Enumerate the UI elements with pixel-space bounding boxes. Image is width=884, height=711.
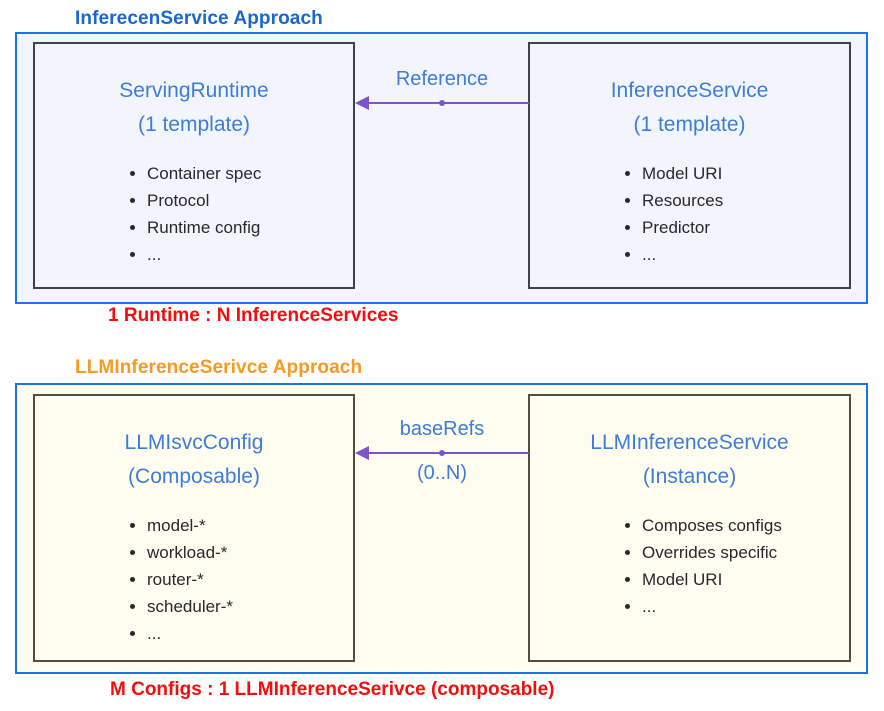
section1-caption: 1 Runtime : N InferenceServices (108, 305, 399, 326)
serving-runtime-box: ServingRuntime (1 template) Container sp… (33, 42, 355, 289)
section1-title: InferecenService Approach (75, 8, 323, 29)
arrowhead-left-icon (355, 446, 369, 460)
list-item: Composes configs (625, 512, 849, 539)
bullet-list: Model URI Resources Predictor ... (530, 160, 849, 268)
baserefs-cardinality-label: (0..N) (417, 462, 467, 484)
list-item: ... (130, 620, 353, 647)
arrow-line (367, 102, 529, 104)
list-item: workload-* (130, 539, 353, 566)
list-item: Predictor (625, 214, 849, 241)
arrowhead-left-icon (355, 96, 369, 110)
section1-container-box: ServingRuntime (1 template) Container sp… (15, 32, 868, 304)
list-item: ... (625, 241, 849, 268)
reference-arrow-label: Reference (395, 68, 489, 90)
panel-title: InferenceService (610, 79, 769, 102)
arrow-line (367, 452, 529, 454)
section2-title: LLMInferenceSerivce Approach (75, 357, 363, 378)
list-item: Model URI (625, 566, 849, 593)
llm-inference-service-box: LLMInferenceService (Instance) Composes … (528, 394, 851, 662)
bullet-list: model-* workload-* router-* scheduler-* … (35, 512, 353, 647)
list-item: router-* (130, 566, 353, 593)
baserefs-arrow (355, 445, 529, 461)
panel-title: ServingRuntime (119, 79, 269, 102)
panel-qualifier: (1 template) (633, 113, 746, 136)
list-item: Model URI (625, 160, 849, 187)
panel-title: LLMIsvcConfig (124, 431, 264, 454)
list-item: model-* (130, 512, 353, 539)
list-item: Overrides specific (625, 539, 849, 566)
arrow-midpoint-dot (439, 100, 445, 106)
section2-caption: M Configs : 1 LLMInferenceSerivce (compo… (110, 679, 555, 700)
list-item: Protocol (130, 187, 353, 214)
panel-qualifier: (Composable) (128, 465, 260, 488)
section2-container-box: LLMIsvcConfig (Composable) model-* workl… (15, 383, 868, 674)
list-item: Container spec (130, 160, 353, 187)
llm-isvc-config-box: LLMIsvcConfig (Composable) model-* workl… (33, 394, 355, 662)
list-item: Resources (625, 187, 849, 214)
baserefs-arrow-label: baseRefs (399, 418, 485, 440)
reference-arrow (355, 95, 529, 111)
list-item: Runtime config (130, 214, 353, 241)
panel-qualifier: (Instance) (642, 465, 737, 488)
panel-qualifier: (1 template) (137, 113, 251, 136)
list-item: scheduler-* (130, 593, 353, 620)
bullet-list: Container spec Protocol Runtime config .… (35, 160, 353, 268)
arrow-midpoint-dot (439, 450, 445, 456)
inference-service-box: InferenceService (1 template) Model URI … (528, 42, 851, 289)
panel-title: LLMInferenceService (590, 431, 789, 454)
list-item: ... (625, 593, 849, 620)
list-item: ... (130, 241, 353, 268)
bullet-list: Composes configs Overrides specific Mode… (530, 512, 849, 620)
